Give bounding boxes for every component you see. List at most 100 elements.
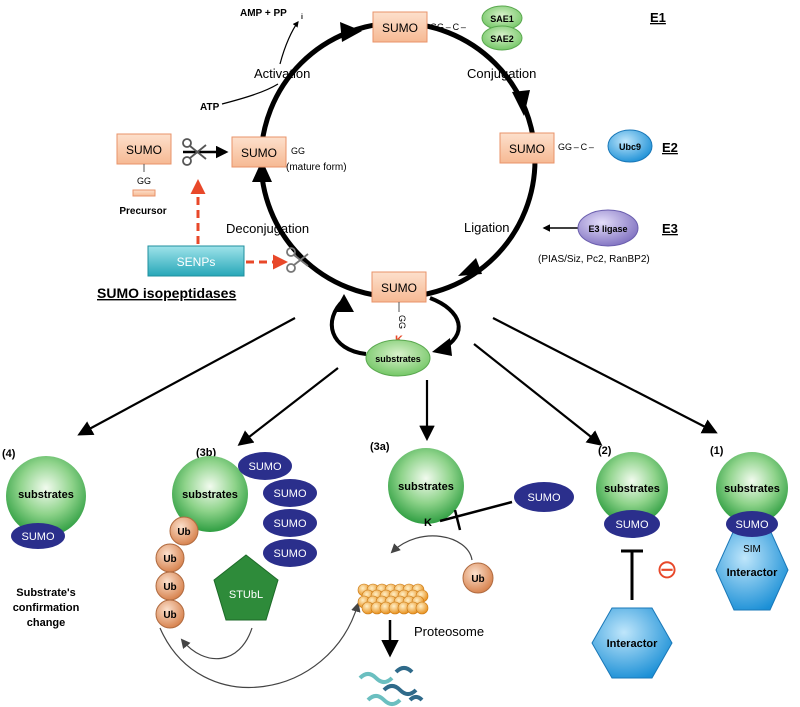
outcome-label: (3a) bbox=[370, 441, 390, 453]
proteosome-subunit bbox=[415, 601, 429, 615]
scissors-icon bbox=[286, 247, 309, 273]
ub-label: Ub bbox=[163, 582, 176, 593]
gg-label: GG bbox=[291, 146, 305, 156]
sumo-e1-complex: SUMO GG – C – SAE1 SAE2 bbox=[372, 5, 523, 51]
substrate-protein bbox=[6, 456, 86, 536]
atp-input-line bbox=[221, 83, 279, 105]
gg-label: GG bbox=[137, 176, 151, 186]
stubl-pentagon bbox=[213, 554, 279, 621]
substrate-protein bbox=[388, 448, 464, 524]
ubiquitin bbox=[155, 599, 185, 629]
sumoylated-substrate: SUMO GG K substrates bbox=[365, 271, 431, 377]
outcome-3b: (3b) substrates SUMO SUMO SUMO SUMO Ub U… bbox=[155, 447, 317, 660]
conformation-change-text: Substrate's bbox=[16, 587, 75, 599]
sumo-label: SUMO bbox=[528, 492, 561, 504]
ub-to-proteosome-arrow bbox=[390, 535, 473, 561]
sumo-oval bbox=[263, 509, 317, 537]
substrate-label: substrates bbox=[398, 481, 454, 493]
ubc9-protein bbox=[607, 129, 653, 163]
sumo-label: SUMO bbox=[274, 488, 307, 500]
interactor-hexagon bbox=[591, 607, 673, 679]
ub-label: Ub bbox=[177, 527, 190, 538]
e3-examples-label: (PIAS/Siz, Pc2, RanBP2) bbox=[538, 254, 650, 265]
ubc9-label: Ubc9 bbox=[619, 142, 641, 152]
sumo-label: SUMO bbox=[736, 519, 769, 531]
substrate-protein bbox=[596, 452, 668, 524]
outcome-label: (4) bbox=[2, 448, 16, 460]
deconjugation-label: Deconjugation bbox=[226, 221, 309, 236]
sumo-oval bbox=[604, 510, 660, 538]
activation-label: Activation bbox=[254, 66, 310, 81]
sumo-label: SUMO bbox=[381, 281, 417, 295]
sumo-oval bbox=[263, 539, 317, 567]
gg-c-linker: GG – C – bbox=[430, 22, 466, 32]
ligation-label: Ligation bbox=[464, 220, 510, 235]
sumo-label: SUMO bbox=[22, 531, 55, 543]
outcome-2: (2) substrates SUMO ⊖ Interactor bbox=[591, 445, 678, 679]
negative-sign: ⊖ bbox=[656, 554, 678, 584]
e2-stage-label: E2 bbox=[662, 140, 678, 155]
ubiquitin bbox=[169, 516, 199, 546]
sae1-label: SAE1 bbox=[490, 14, 514, 24]
arrow-to-outcome-2 bbox=[473, 343, 603, 446]
sumo-oval bbox=[11, 523, 65, 549]
proteosome-icon bbox=[357, 583, 429, 615]
cycle-arrowhead bbox=[512, 90, 530, 116]
sumo-label: SUMO bbox=[274, 518, 307, 530]
outcome-1: (1) substrates SUMO SIM Interactor bbox=[710, 445, 789, 611]
substrate-curve-right bbox=[429, 296, 461, 352]
amp-release-arrow bbox=[279, 21, 299, 65]
gg-label: GG bbox=[397, 315, 407, 329]
outcome-label: (2) bbox=[598, 445, 612, 457]
precursor-sumo: SUMO GG Precursor bbox=[116, 133, 172, 217]
e3-stage-label: E3 bbox=[662, 221, 678, 236]
sumo-oval bbox=[726, 511, 778, 537]
outcome-label: (1) bbox=[710, 445, 724, 457]
outcome-4: (4) substrates SUMO Substrate's confirma… bbox=[2, 448, 86, 629]
ub-label: Ub bbox=[471, 574, 484, 585]
inhibition-bar bbox=[453, 509, 462, 531]
sumo-oval bbox=[238, 452, 292, 480]
mature-sumo: SUMO GG (mature form) bbox=[231, 136, 347, 173]
sumo-oval bbox=[514, 482, 574, 512]
arrow-to-outcome-3b bbox=[237, 367, 339, 446]
sae2-label: SAE2 bbox=[490, 34, 514, 44]
proteosome-label: Proteosome bbox=[414, 624, 484, 639]
sae2-protein bbox=[481, 25, 523, 51]
sumo-label: SUMO bbox=[241, 146, 277, 160]
sumo-box bbox=[499, 132, 555, 164]
substrate-protein bbox=[365, 339, 431, 377]
atp-label: ATP bbox=[200, 102, 220, 113]
e3-ligase-label: E3 ligase bbox=[588, 224, 627, 234]
scissors-icon bbox=[182, 138, 207, 166]
conjugation-label: Conjugation bbox=[467, 66, 536, 81]
cycle-arrowhead bbox=[340, 22, 362, 42]
precursor-label: Precursor bbox=[119, 206, 166, 217]
e1-stage-label: E1 bbox=[650, 10, 666, 25]
sumo-e2-complex: SUMO GG – C – Ubc9 bbox=[499, 129, 653, 164]
outcome-3a: (3a) substrates K SUMO Ub bbox=[370, 441, 574, 594]
conformation-change-text: confirmation bbox=[13, 602, 80, 614]
curve-arrowhead bbox=[432, 338, 452, 356]
ub-chain-to-proteosome-arrow bbox=[159, 602, 361, 688]
sumo-label: SUMO bbox=[382, 21, 418, 35]
outcome-label: (3b) bbox=[196, 447, 217, 459]
e3-ligase-protein bbox=[577, 209, 639, 247]
cycle-arrowhead bbox=[252, 160, 272, 182]
substrate-label: substrates bbox=[724, 483, 780, 495]
cycle-arrowhead bbox=[458, 258, 482, 276]
curve-arrowhead bbox=[334, 294, 354, 312]
substrate-label: substrates bbox=[182, 489, 238, 501]
peptide-fragments-icon bbox=[358, 666, 424, 706]
ub-label: Ub bbox=[163, 610, 176, 621]
mature-form-label: (mature form) bbox=[286, 162, 347, 173]
cycle-ring bbox=[258, 20, 538, 300]
ubiquitin bbox=[462, 562, 494, 594]
arrow-to-outcome-1 bbox=[492, 317, 718, 434]
substrate-label: substrates bbox=[375, 354, 421, 364]
sumo-box bbox=[116, 133, 172, 165]
substrate-label: substrates bbox=[18, 489, 74, 501]
precursor-tail bbox=[132, 189, 156, 197]
stubl-label: STUbL bbox=[229, 589, 263, 601]
